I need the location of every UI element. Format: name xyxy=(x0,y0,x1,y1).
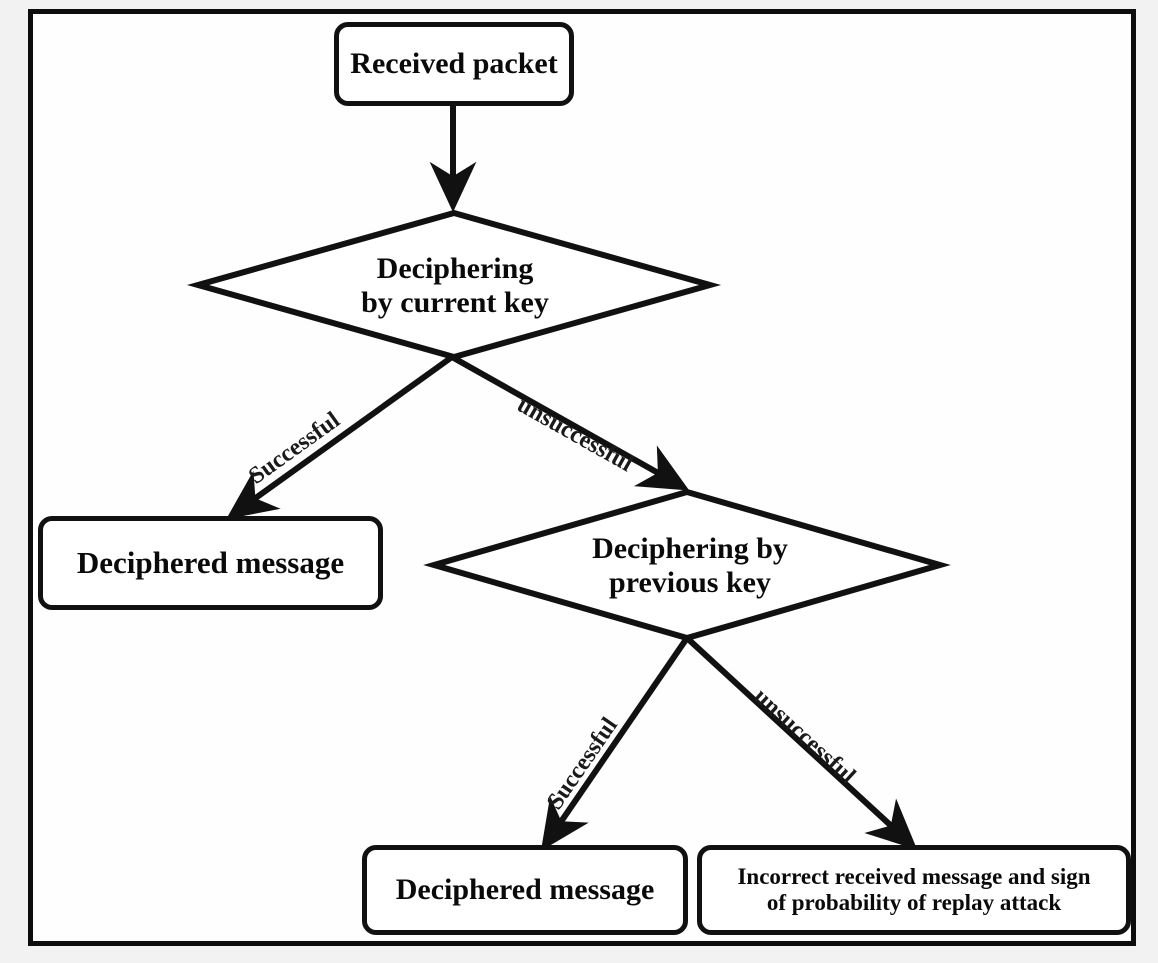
node-deciphered-message-left-label: Deciphered message xyxy=(76,544,345,580)
edge-decision1-successful xyxy=(226,354,454,520)
edge-decision1-unsuccessful xyxy=(450,354,690,491)
node-deciphered-message-bottom[interactable]: Deciphered message xyxy=(362,845,688,935)
node-deciphered-message-bottom-label: Deciphered message xyxy=(395,873,655,907)
node-incorrect-message[interactable]: Incorrect received message and sign of p… xyxy=(697,845,1131,935)
node-received-packet-label: Received packet xyxy=(350,47,558,81)
edge-decision2-unsuccessful xyxy=(684,635,918,850)
diamond-previous-key-shape xyxy=(423,488,951,642)
node-incorrect-message-line2: of probability of replay attack xyxy=(766,890,1062,915)
node-incorrect-message-line1: Incorrect received message and sign xyxy=(737,864,1091,890)
edge-decision2-successful xyxy=(540,636,690,851)
diamond-current-key-shape xyxy=(186,209,722,361)
node-deciphered-message-left[interactable]: Deciphered message xyxy=(38,516,383,610)
node-received-packet[interactable]: Received packet xyxy=(334,22,574,106)
